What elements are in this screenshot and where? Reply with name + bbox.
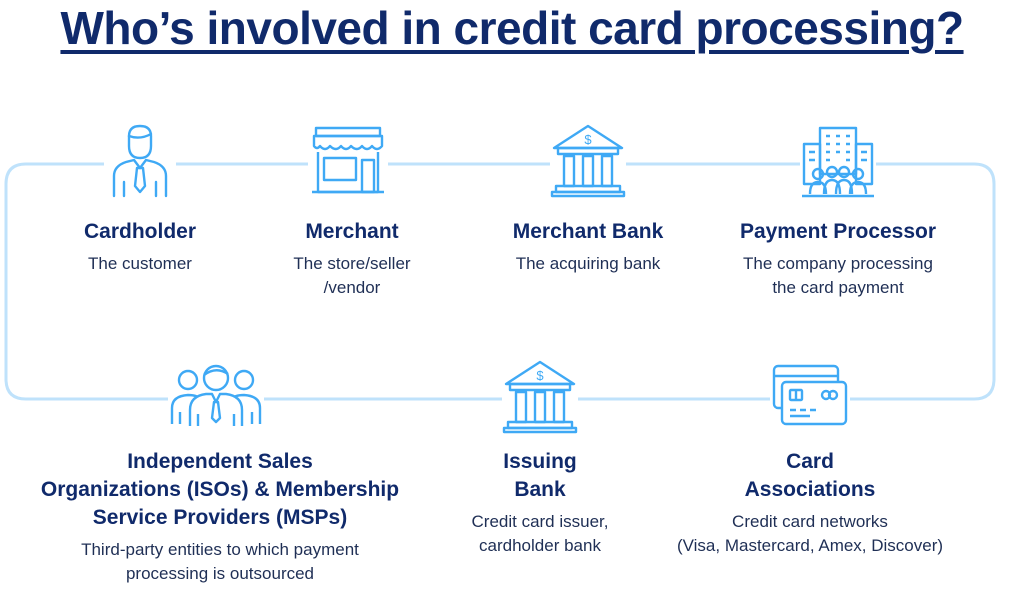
node-isos-msps: Independent Sales Organizations (ISOs) &… — [20, 448, 420, 586]
node-card-associations: Card Associations Credit card networks (… — [640, 448, 980, 558]
node-issuing-bank: Issuing Bank Credit card issuer, cardhol… — [440, 448, 640, 558]
team-group-icon — [168, 362, 264, 428]
node-description: Third-party entities to which payment pr… — [81, 540, 359, 583]
bank-icon: $ — [550, 122, 626, 198]
node-description: Credit card networks (Visa, Mastercard, … — [676, 512, 944, 555]
node-label: Independent Sales Organizations (ISOs) &… — [40, 450, 400, 529]
svg-text:$: $ — [536, 368, 544, 383]
svg-text:$: $ — [584, 132, 592, 147]
node-description: The customer — [88, 254, 192, 273]
node-label: Merchant — [305, 220, 399, 243]
node-label: Merchant Bank — [512, 220, 664, 243]
node-label: Cardholder — [83, 220, 196, 243]
node-merchant-bank: Merchant Bank The acquiring bank — [478, 218, 698, 276]
office-building-icon — [800, 124, 876, 198]
node-description: Credit card issuer, cardholder bank — [471, 512, 609, 555]
node-cardholder: Cardholder The customer — [40, 218, 240, 276]
node-description: The store/seller /vendor — [293, 254, 411, 297]
page-title: Who’s involved in credit card processing… — [60, 2, 964, 54]
node-label: Payment Processor — [739, 220, 937, 243]
credit-cards-icon — [770, 362, 850, 432]
node-label: Issuing Bank — [503, 450, 577, 501]
node-label: Card Associations — [744, 450, 876, 501]
storefront-icon — [308, 124, 388, 196]
node-payment-processor: Payment Processor The company processing… — [708, 218, 968, 300]
node-description: The acquiring bank — [515, 254, 661, 273]
person-tie-icon — [104, 122, 176, 198]
bank-icon: $ — [502, 358, 578, 434]
node-description: The company processing the card payment — [743, 254, 933, 297]
node-merchant: Merchant The store/seller /vendor — [252, 218, 452, 300]
